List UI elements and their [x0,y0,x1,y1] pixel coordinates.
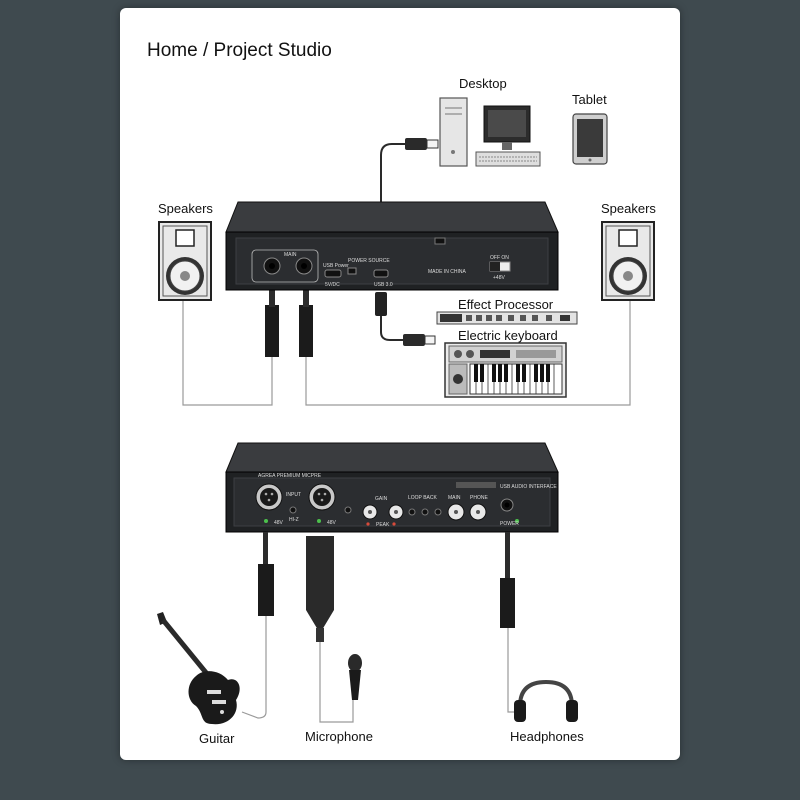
speaker-right [601,221,655,301]
desktop-label: Desktop [459,76,507,91]
headphones-device [514,679,578,722]
tablet-device [572,113,608,165]
effect-processor-label: Effect Processor [458,297,554,312]
rear-made-in-label: MADE IN CHINA [428,269,466,275]
tablet-label: Tablet [572,92,607,107]
front-phone-label: PHONE [470,495,488,501]
headphones-label: Headphones [510,729,584,744]
speakers-right-label: Speakers [601,201,656,216]
front-peak-label: PEAK [376,522,390,528]
electric-keyboard-label: Electric keyboard [458,328,558,343]
front-gain-label: GAIN [375,496,388,502]
microphone-label: Microphone [305,729,373,744]
rear-usb-label: USB 3.0 [374,282,393,288]
rear-phantom-label: +48V [493,275,505,281]
front-loop-back-label: LOOP BACK [408,495,437,501]
microphone-device [348,654,362,700]
speaker-left [158,221,212,301]
electric-keyboard [444,342,567,398]
rear-dc-label: 5V/DC [325,282,340,288]
rear-power-source-label: POWER SOURCE [348,258,390,264]
front-48v-1-label: 48V [274,520,284,526]
front-brand-label: USB AUDIO INTERFACE [500,484,557,490]
effect-processor [436,311,578,325]
rear-usb-power-label: USB Power [323,263,349,269]
desktop-computer [439,97,541,167]
front-panel-device [225,442,559,533]
bottom-cables [241,532,520,723]
page-title: Home / Project Studio [147,40,332,61]
front-main-label: MAIN [448,495,461,501]
guitar-instrument [157,612,240,725]
rear-panel-device [225,201,559,291]
guitar-label: Guitar [199,731,235,746]
front-hiz-label: HI-Z [289,517,299,523]
front-header-label: AGREA PREMIUM MICPRE [258,473,322,479]
front-48v-2-label: 48V [327,520,337,526]
speakers-left-label: Speakers [158,201,213,216]
rear-main-label: MAIN [284,252,297,258]
front-input-label: INPUT [286,492,301,498]
front-power-label: POWER [500,521,519,527]
rear-off-on-label: OFF ON [490,255,509,261]
